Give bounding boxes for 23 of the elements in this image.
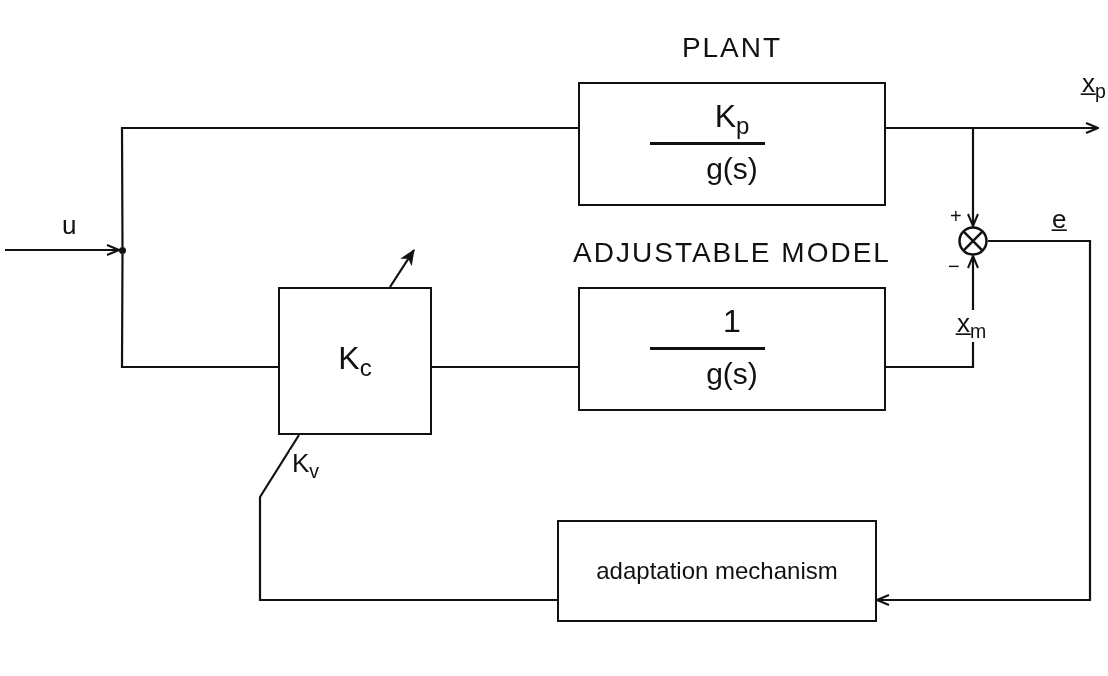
denominator: g(s) xyxy=(706,359,758,389)
denominator: g(s) xyxy=(706,154,758,184)
numerator: 1 xyxy=(723,305,741,337)
connector xyxy=(432,365,578,369)
block-text: adaptation mechanism xyxy=(596,556,838,586)
signal-label: u xyxy=(61,212,78,238)
sign-label: + xyxy=(949,206,963,226)
junction-dot xyxy=(119,247,126,254)
block-text: K$_{c}$ xyxy=(338,338,372,384)
block-heading: ADJUSTABLE MODEL xyxy=(573,239,891,267)
gain-block xyxy=(278,287,432,435)
numerator: K$_{p}$ xyxy=(714,100,750,139)
connector xyxy=(886,126,979,227)
connector xyxy=(258,434,557,602)
connector xyxy=(876,239,1092,606)
block-heading: PLANT xyxy=(681,34,783,62)
connector xyxy=(5,244,120,256)
connector xyxy=(120,254,278,369)
adaptation-block xyxy=(557,520,877,622)
sign-label: − xyxy=(947,256,961,276)
connector xyxy=(120,126,578,247)
summing-junction xyxy=(958,226,988,256)
connector xyxy=(389,249,415,288)
